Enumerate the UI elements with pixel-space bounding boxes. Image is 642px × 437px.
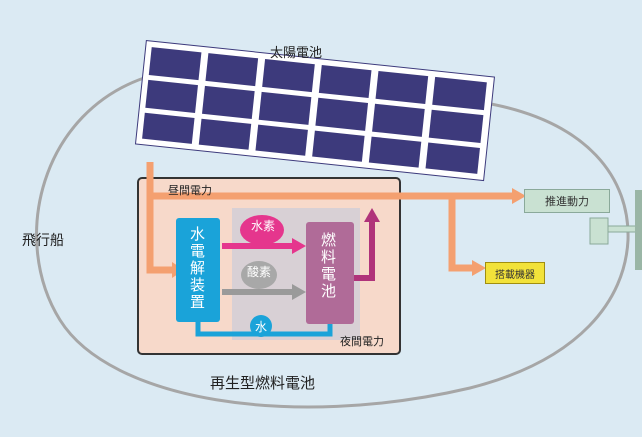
mission-power-line [448, 196, 472, 272]
nighttime-power-label: 夜間電力 [340, 335, 384, 348]
airship-hull-outline [35, 74, 630, 409]
propulsion-box: 推進動力 [524, 189, 610, 213]
electrolyzer-label: 水電解装置 [188, 226, 206, 311]
mission-equipment-box: 搭載機器 [485, 262, 545, 284]
fuel-cell-label: 燃料電池 [319, 232, 337, 300]
fuel-cell-box [306, 222, 354, 324]
hydrogen-tag-bg [240, 215, 284, 245]
solar-array-label: 太陽電池 [270, 46, 323, 61]
hydrogen-label: 水素 [250, 219, 275, 233]
rfc-label: 再生型燃料電池 [210, 374, 316, 392]
propulsion-label: 推進動力 [545, 195, 589, 208]
water-label: 水 [254, 320, 267, 334]
water-tag-bg [250, 315, 272, 337]
mission-power-arrowhead [472, 260, 486, 276]
oxygen-label: 酸素 [246, 265, 271, 279]
daytime-power-label: 昼間電力 [168, 184, 212, 197]
engine-pod [635, 190, 642, 270]
oxygen-arrowhead [292, 284, 306, 300]
propeller-mount [589, 217, 609, 245]
fuelcell-output-line [354, 222, 375, 281]
hydrogen-arrowhead [292, 238, 306, 254]
electrolyzer-box [176, 218, 220, 322]
airship-label: 飛行船 [22, 233, 64, 249]
mission-equipment-label: 搭載機器 [495, 269, 535, 281]
fuelcell-output-arrowhead [364, 208, 380, 222]
propeller-shaft [607, 225, 639, 233]
propulsion-power-arrowhead [512, 188, 526, 204]
solar-panel [134, 39, 495, 182]
oxygen-tag-bg [241, 261, 277, 289]
